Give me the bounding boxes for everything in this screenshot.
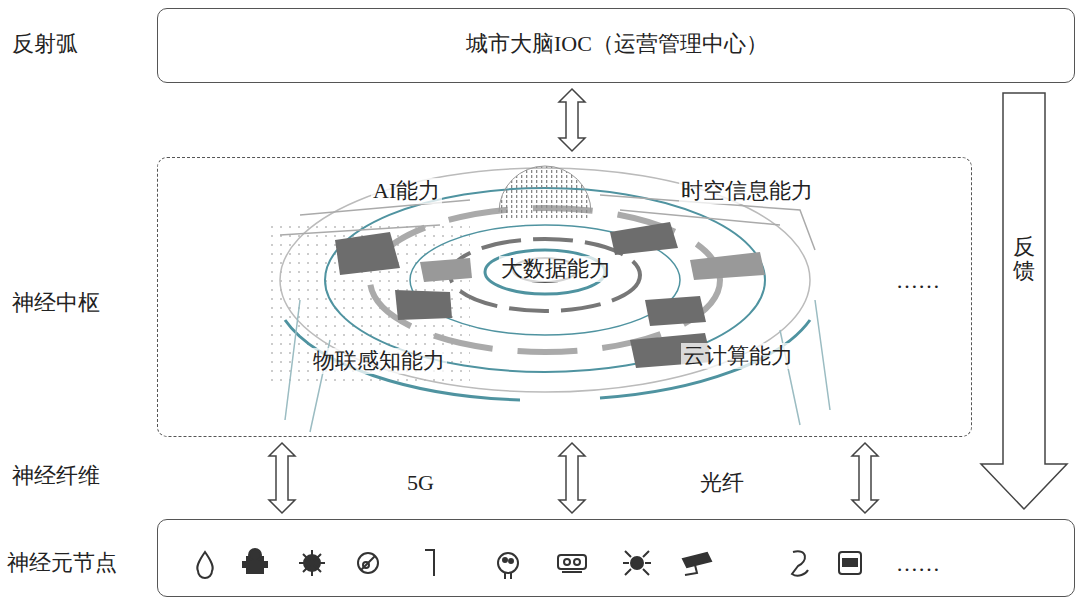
double-arrow bbox=[852, 443, 878, 513]
neural-hub-box: AI能力 时空信息能力大数据能力物联感知能力 云计算能力 …… bbox=[157, 157, 972, 437]
node-text: AI能力 bbox=[371, 178, 442, 204]
feedback-arrow bbox=[981, 93, 1067, 509]
row-label: 神经中枢 bbox=[12, 290, 100, 316]
sensor-nodes-box: …… bbox=[157, 519, 1075, 597]
row-label: 光纤 bbox=[700, 470, 744, 496]
double-arrow bbox=[559, 443, 585, 513]
row-label: 5G bbox=[407, 470, 434, 496]
row-label: 神经元节点 bbox=[7, 550, 117, 576]
node-text: …… bbox=[894, 551, 942, 577]
data-sphere bbox=[499, 166, 591, 258]
node-text: 大数据能力 bbox=[499, 256, 613, 282]
row-label: 神经纤维 bbox=[12, 463, 100, 489]
control-center-box: 城市大脑IOC（运营管理中心） bbox=[157, 8, 1075, 83]
node-text: 物联感知能力 bbox=[311, 348, 447, 374]
node-text: 时空信息能力 bbox=[679, 178, 815, 204]
node-text: 城市大脑IOC（运营管理中心） bbox=[466, 31, 768, 57]
row-label: 反射弧 bbox=[12, 31, 78, 57]
double-arrow bbox=[559, 89, 585, 151]
edge-label: 反馈 bbox=[1013, 235, 1035, 283]
node-text: 云计算能力 bbox=[681, 343, 795, 369]
sensor-icons bbox=[197, 549, 861, 579]
double-arrow bbox=[269, 443, 295, 513]
node-text: …… bbox=[894, 268, 942, 294]
